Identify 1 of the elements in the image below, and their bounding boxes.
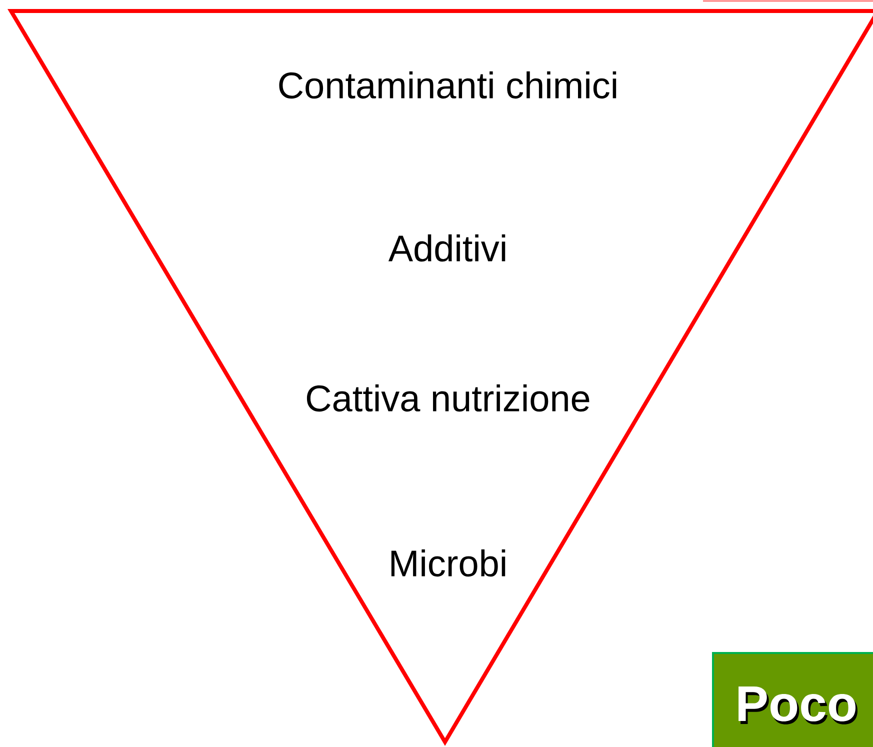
label-box: Poco bbox=[712, 652, 873, 747]
